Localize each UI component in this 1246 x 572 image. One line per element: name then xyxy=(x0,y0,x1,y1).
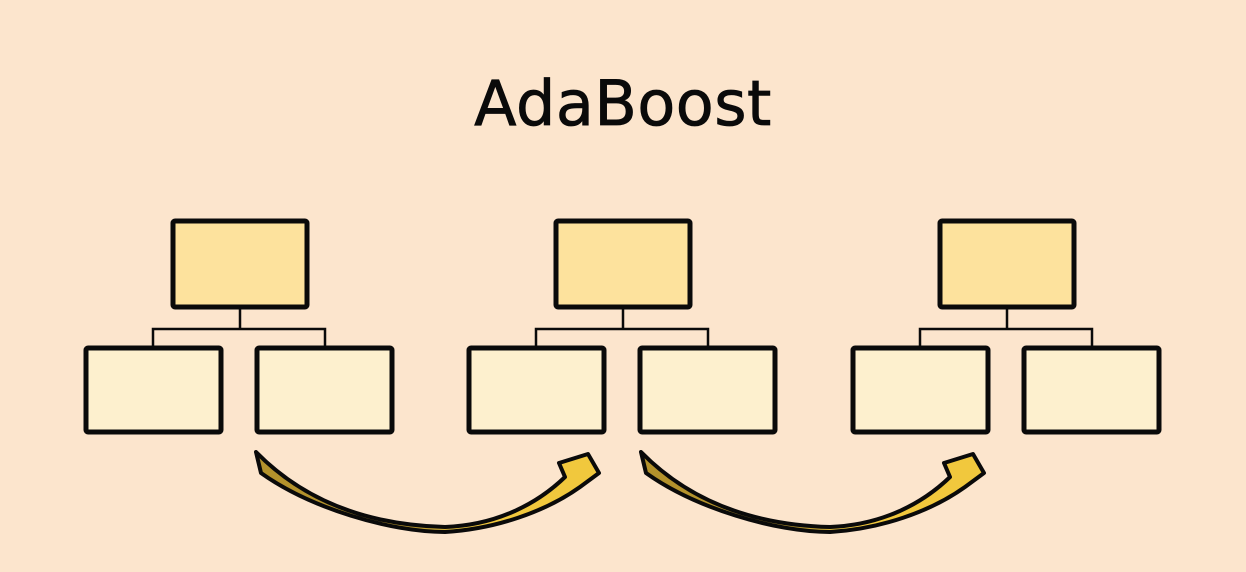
decision-stump-2 xyxy=(466,218,778,435)
stump-1-root-node xyxy=(170,218,310,310)
stump-2-left-leaf xyxy=(466,345,607,435)
stump-3-connector xyxy=(918,307,1094,348)
stump-1-left-leaf xyxy=(83,345,224,435)
diagram-title: AdaBoost xyxy=(474,67,772,140)
curved-arrow-2 xyxy=(639,450,986,534)
decision-stump-3 xyxy=(850,218,1162,435)
stump-2-root-node xyxy=(553,218,693,310)
stump-2-right-leaf xyxy=(637,345,778,435)
stump-3-root-node xyxy=(937,218,1077,310)
stump-3-right-leaf xyxy=(1021,345,1162,435)
stump-1-right-leaf xyxy=(254,345,395,435)
decision-stump-1 xyxy=(83,218,395,435)
curved-arrow-1 xyxy=(254,450,601,534)
stump-1-connector xyxy=(151,307,327,348)
stump-2-connector xyxy=(534,307,710,348)
stump-3-left-leaf xyxy=(850,345,991,435)
